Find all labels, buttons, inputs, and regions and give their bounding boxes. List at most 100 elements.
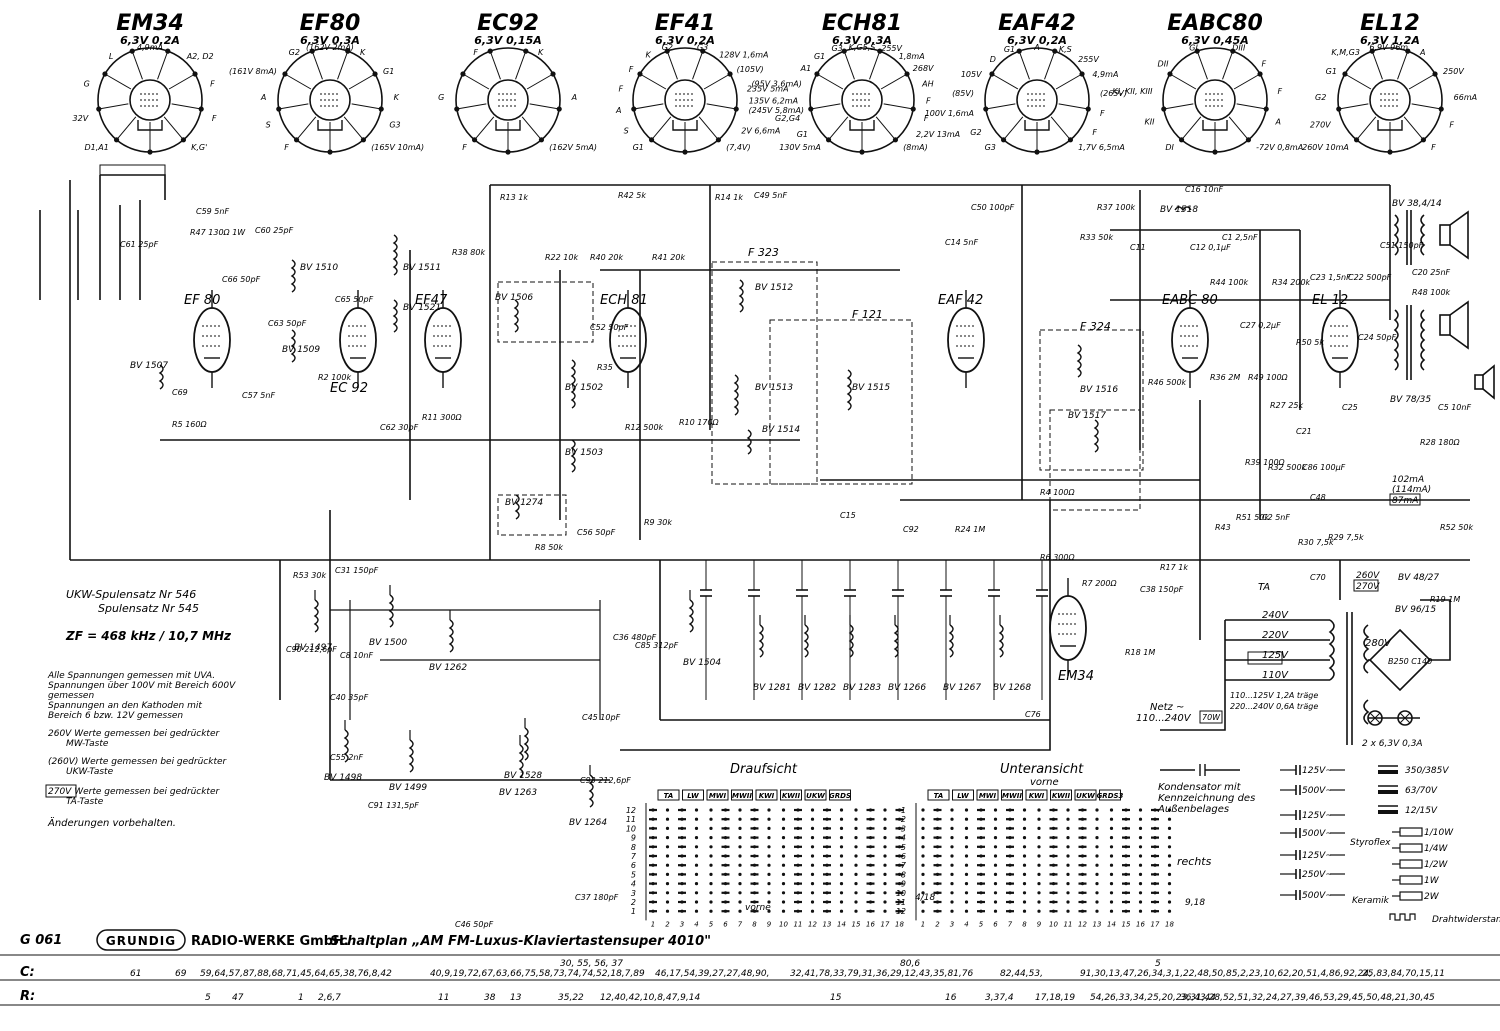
part-label: R47 130Ω 1W: [190, 228, 246, 237]
coil-label: BV 96/15: [1395, 605, 1436, 615]
column-number: 1: [651, 920, 655, 928]
coil-label: BV 1521: [403, 303, 441, 313]
part-label: C65 50pF: [335, 295, 374, 304]
coil: BV 1502: [565, 359, 603, 409]
filter-boxes: [497, 261, 1144, 536]
tube-name: EL12: [1360, 11, 1420, 36]
pin-label: F: [1449, 121, 1454, 130]
legend-resistor-rating: 1/2W: [1424, 860, 1448, 870]
pin-label: L: [109, 52, 113, 61]
note-ukw: (260V) Werte gemessen bei gedrückter: [48, 757, 228, 767]
part-label: R10 170Ω: [679, 418, 720, 427]
pin-label: (105V): [737, 65, 764, 74]
part-label: R49 100Ω: [1248, 373, 1289, 382]
hv-voltage: 260V: [1356, 571, 1380, 581]
column-number: 3: [680, 920, 684, 928]
tube-rating: 6,3V 0,2A: [1007, 34, 1067, 47]
legend-resistor-rating: 1/4W: [1424, 844, 1448, 854]
mains-tap-label: 110V: [1262, 670, 1289, 681]
resistor-index: 3,37,4: [985, 993, 1014, 1003]
row-number: 10: [626, 824, 636, 833]
legend-capacitor-note: Kennzeichnung des: [1158, 793, 1255, 804]
column-number: 8: [1022, 920, 1027, 928]
part-label: C69: [172, 388, 188, 397]
part-label: R11 300Ω: [422, 413, 463, 422]
coil-label: BV 1282: [798, 683, 836, 693]
pin-label: DI: [1165, 143, 1174, 152]
coil-label: BV 1268: [993, 683, 1031, 693]
capacitor-index-top: 80,6: [900, 959, 920, 969]
tube-name: EABC80: [1167, 11, 1263, 36]
coil: BV 1503: [565, 439, 603, 473]
key-label: MWII: [732, 792, 752, 800]
speaker-icon: [1439, 300, 1469, 350]
pin-label: F: [924, 114, 929, 123]
column-number: 9: [767, 920, 772, 928]
resistor-index: 16: [945, 993, 957, 1003]
band-coil: BV 1528: [504, 718, 542, 781]
column-number: 2: [665, 920, 670, 928]
part-label: C21: [1296, 427, 1312, 436]
brand-name: GRUNDIG: [106, 934, 176, 948]
part-label: R22 10k: [545, 253, 578, 262]
part-label: R7 200Ω: [1082, 579, 1117, 588]
pin-label: 100V 1,6mA: [925, 109, 974, 118]
part-label: R43: [1215, 523, 1231, 532]
row-number: 6: [901, 852, 906, 861]
resistor-index: 1: [298, 993, 304, 1003]
legend-capacitor: 500V~: [1280, 785, 1345, 796]
stage-tube-ech81: ECH 81: [600, 290, 648, 388]
pin-label: 66mA: [1454, 93, 1477, 102]
pin-label: S: [266, 121, 271, 130]
column-number: 6: [723, 920, 728, 928]
filter-label: F 324: [1080, 320, 1111, 333]
legend-resistor: 1/4W: [1392, 843, 1448, 854]
brand-logo: [96, 929, 186, 951]
switch-view-title: Unteransicht: [1000, 762, 1084, 777]
key-box: [755, 789, 778, 801]
part-label: C49 5nF: [754, 191, 787, 200]
part-label: R42 5k: [618, 191, 646, 200]
part-label: R19 1M: [1430, 595, 1460, 604]
pin-label: F: [1262, 59, 1267, 68]
pin-label: 4,9mA: [1092, 70, 1118, 79]
resistor-row-label: R:: [20, 989, 35, 1004]
switch-view-title: Draufsicht: [730, 762, 798, 777]
part-label: C31 150pF: [335, 566, 379, 575]
column-number: 1: [921, 920, 925, 928]
output-transformer-2: [1393, 305, 1426, 380]
coil: BV 1518: [1160, 205, 1198, 215]
part-label: R52 50k: [1440, 523, 1473, 532]
legend-electrolytic: 350/385V: [1378, 765, 1449, 776]
capacitor-index: 32,41,78,33,79,31,36,29,12,43,35,81,76: [790, 969, 973, 979]
coil-label: BV 1502: [565, 383, 603, 393]
key-box: [731, 789, 753, 801]
coil: BV 96/15: [1395, 605, 1436, 615]
part-label: C66 50pF: [222, 275, 261, 284]
part-label: C61 25pF: [120, 240, 159, 249]
pin-label: A1: [800, 64, 812, 73]
pin-label: G: [438, 93, 444, 102]
pin-label: A: [260, 93, 266, 102]
resistor-index: 17,18,19: [1035, 993, 1075, 1003]
resistor-index: 15: [830, 993, 842, 1003]
part-label: C62 30pF: [380, 423, 419, 432]
note-voltage-method: Bereich 6 bzw. 12V gemessen: [48, 711, 183, 721]
column-number: 17: [1151, 920, 1160, 928]
pin-label: K,G': [191, 143, 207, 152]
trimmer-capacitor: [748, 560, 760, 700]
pin-label: D1,A1: [85, 143, 109, 152]
legend-resistor-rating: 1W: [1424, 876, 1440, 886]
pin-label: G3: [697, 43, 708, 52]
output-transformer-1: [1393, 210, 1426, 265]
capacitor-index-top: 30, 55, 56, 37: [560, 959, 623, 969]
pin-label: 4,9mA: [137, 43, 163, 52]
pin-label: DIII: [1232, 44, 1246, 53]
pin-label: A2, D2: [186, 52, 214, 61]
tube-rating: 6,3V 0,45A: [1181, 34, 1248, 47]
pin-label: 2V 6,6mA: [741, 126, 780, 135]
pin-label: G1: [797, 130, 808, 139]
row-number: 4: [631, 880, 636, 889]
